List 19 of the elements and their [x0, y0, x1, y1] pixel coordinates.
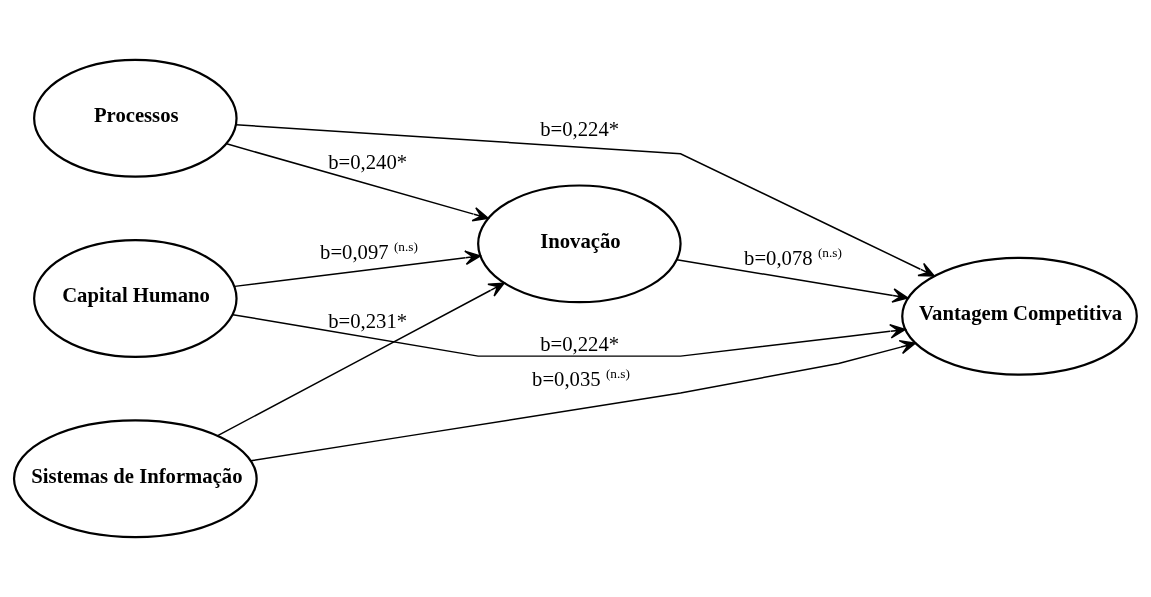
- arrow: [233, 250, 481, 288]
- arrow: [216, 282, 505, 437]
- node-ellipse: Vantagem Competitiva: [901, 256, 1138, 376]
- edge-label: b=0,231*: [328, 310, 408, 333]
- arrow: [235, 124, 935, 277]
- node-ellipse: Inovação: [477, 184, 682, 304]
- node-ellipse: Sistemas de Informação: [12, 419, 258, 539]
- edge-label: b=0,078 $^{(n.s)}$: [744, 245, 842, 269]
- edge-label: b=0,224*: [540, 332, 620, 355]
- edge-label: b=0,224*: [540, 118, 620, 141]
- edge-label: b=0,240*: [328, 150, 408, 173]
- arrow: [225, 143, 489, 222]
- arrow: [676, 259, 909, 303]
- node-ellipse: Capital Humano: [33, 239, 238, 358]
- arrow: [250, 339, 916, 462]
- edge-label: b=0,035 $^{(n.s)}$: [532, 366, 630, 390]
- edge-label: b=0,097 $^{(n.s)}$: [320, 239, 418, 263]
- arrow: [232, 313, 906, 357]
- node-ellipse: Processos: [33, 58, 238, 178]
